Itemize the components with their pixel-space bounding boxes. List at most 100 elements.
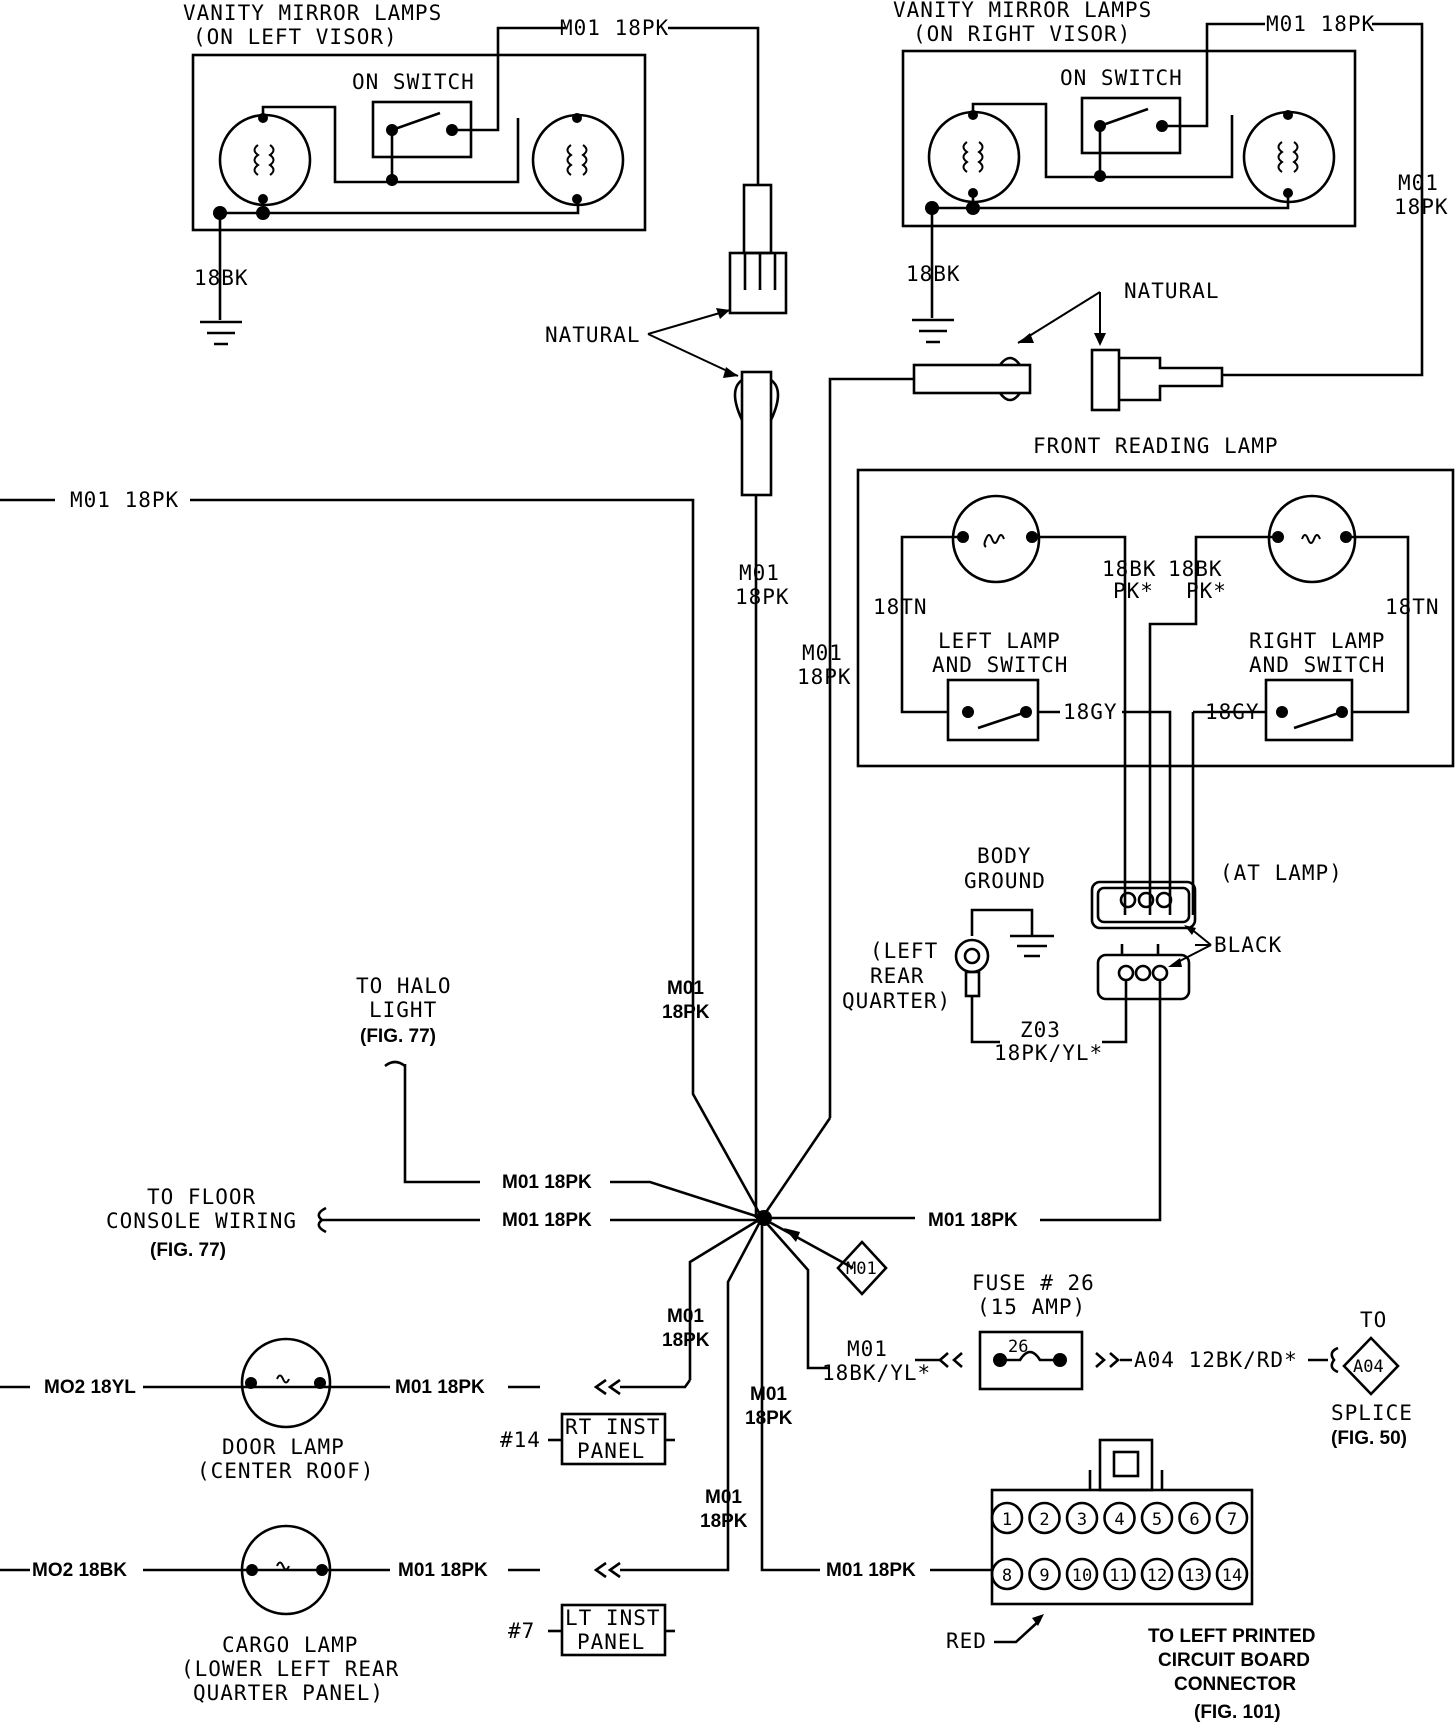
reading-lamp-housing [856, 468, 1455, 768]
floor-console: TO FLOOR CONSOLE WIRING (FIG. 77) [106, 1185, 297, 1261]
left-lamp-label-1: LEFT LAMP [938, 629, 1061, 653]
wire-label-fuse-in-2: 18BK/YL* [822, 1361, 931, 1385]
reading-lamp-wire-tn-right: 18TN [1385, 595, 1440, 619]
board-pin-label-4: 4 [1114, 1510, 1124, 1530]
splice-a04-ref: (FIG. 50) [1331, 1428, 1407, 1449]
halo-light-ref: (FIG. 77) [360, 1026, 436, 1047]
natural-connector-left: NATURAL [545, 183, 788, 560]
reading-lamp-wire-bk-left-2: PK* [1113, 579, 1154, 603]
natural-right-label: NATURAL [1124, 279, 1220, 303]
board-pin-1 [990, 1501, 1024, 1535]
reading-lamp-wire-bk-right-2: PK* [1186, 579, 1227, 603]
vanity-left-ground-wire: 18BK [194, 266, 249, 290]
vanity-left-title: VANITY MIRROR LAMPS [183, 1, 442, 25]
vanity-left-housing [191, 53, 647, 232]
fuse-body [978, 1330, 1084, 1391]
wire-label-lower-3a: M01 [750, 1384, 787, 1405]
splice-a04-tag-label: A04 [1353, 1357, 1384, 1377]
board-pin-11 [1103, 1557, 1136, 1591]
center-splice: M01 18PK M01 18PK M01 18PK M01 18PK M01 … [0, 488, 1018, 1581]
reading-lamp-wire-tn-left: 18TN [873, 595, 928, 619]
board-pin-label-7: 7 [1227, 1510, 1237, 1530]
wire-label-center-2b: 18PK [662, 1002, 710, 1023]
board-pin-label-12: 12 [1147, 1566, 1167, 1586]
cargo-lamp-line2: (LOWER LEFT REAR [181, 1657, 399, 1681]
wire-label-lower-3b: 18PK [745, 1408, 793, 1429]
wire-label-center-1b: 18PK [735, 585, 790, 609]
body-ground-title-2: GROUND [964, 869, 1046, 893]
body-ground-title-1: BODY [977, 844, 1032, 868]
splice-a04-name: SPLICE [1331, 1401, 1413, 1425]
board-pin-label-1: 1 [1002, 1510, 1012, 1530]
board-pin-2 [1028, 1501, 1061, 1535]
board-red-label: RED [946, 1629, 987, 1653]
fuse-26: FUSE # 26 (15 AMP) 26 A04 12BK/RD* [915, 1271, 1339, 1391]
natural-left-label: NATURAL [545, 323, 641, 347]
vanity-right-subtitle: (ON RIGHT VISOR) [913, 22, 1131, 46]
wire-label-left-top: M01 18PK [70, 488, 179, 512]
wire-label-right-mid: M01 18PK [928, 1210, 1018, 1231]
reading-lamp-wire-gy-left: 18GY [1063, 700, 1118, 724]
splice-a04-tag [1342, 1336, 1400, 1396]
left-lamp-switch [946, 678, 1040, 742]
board-pin-label-13: 13 [1184, 1566, 1204, 1586]
floor-console-line1: TO FLOOR [147, 1185, 256, 1209]
wire-label-fuse-out: A04 12BK/RD* [1134, 1348, 1298, 1372]
at-lamp-label: (AT LAMP) [1220, 861, 1343, 885]
right-lamp-label-2: AND SWITCH [1249, 653, 1385, 677]
vanity-right-wire-label: M01 18PK [1266, 12, 1375, 36]
board-pin-14 [1215, 1557, 1249, 1591]
right-lamp-switch [1264, 678, 1354, 742]
vanity-right-title: VANITY MIRROR LAMPS [893, 0, 1152, 22]
wire-label-board: M01 18PK [826, 1560, 916, 1581]
vanity-right-wire-side-2: 18PK [1394, 195, 1449, 219]
wire-label-fuse-in-1: M01 [847, 1337, 888, 1361]
fuse-label-1: FUSE # 26 [972, 1271, 1095, 1295]
body-ground-wire-1: Z03 [1020, 1018, 1061, 1042]
wire-label-door: M01 18PK [395, 1377, 485, 1398]
splice-tag-m01 [836, 1240, 888, 1296]
wire-label-center-3b: 18PK [797, 665, 852, 689]
lt-inst-num: #7 [508, 1619, 535, 1643]
halo-light-line2: LIGHT [369, 998, 437, 1022]
rt-inst-line1: RT INST [565, 1415, 661, 1439]
splice-a04: TO A04 SPLICE (FIG. 50) [1331, 1308, 1413, 1449]
cargo-lamp: MO2 18BK CARGO LAMP (LOWER LEFT REAR QUA… [0, 1524, 399, 1705]
wire-label-console: M01 18PK [502, 1210, 592, 1231]
vanity-right-switch-label: ON SWITCH [1060, 66, 1183, 90]
door-lamp-line2: (CENTER ROOF) [197, 1459, 374, 1483]
door-lamp-bulb [240, 1337, 332, 1429]
reading-lamp-title: FRONT READING LAMP [1033, 434, 1279, 458]
wire-label-door-in: MO2 18YL [44, 1377, 136, 1398]
left-lamp-label-2: AND SWITCH [932, 653, 1068, 677]
right-lamp-label-1: RIGHT LAMP [1249, 629, 1385, 653]
board-connector-body [990, 1488, 1254, 1606]
board-pin-label-14: 14 [1222, 1566, 1242, 1586]
fuse-label-2: (15 AMP) [977, 1295, 1086, 1319]
vanity-left-subtitle: (ON LEFT VISOR) [193, 25, 398, 49]
board-pin-label-5: 5 [1152, 1510, 1162, 1530]
body-ground-loc-1: (LEFT [870, 939, 938, 963]
body-ground-loc-3: QUARTER) [842, 989, 951, 1013]
wire-label-halo: M01 18PK [502, 1172, 592, 1193]
cargo-lamp-line1: CARGO LAMP [222, 1633, 358, 1657]
board-title-3: CONNECTOR [1174, 1674, 1296, 1695]
vanity-right-ground-wire: 18BK [906, 262, 961, 286]
board-pin-6 [1178, 1501, 1211, 1535]
black-connector-label: BLACK [1214, 933, 1282, 957]
cargo-lamp-line3: QUARTER PANEL) [193, 1681, 384, 1705]
board-title-1: TO LEFT PRINTED [1148, 1626, 1315, 1647]
wire-label-cargo-in: MO2 18BK [32, 1560, 127, 1581]
floor-console-ref: (FIG. 77) [150, 1240, 226, 1261]
wire-label-center-2a: M01 [667, 978, 704, 999]
wire-label-center-1a: M01 [739, 561, 780, 585]
board-ref: (FIG. 101) [1194, 1702, 1281, 1722]
vanity-left-lamp-1 [218, 113, 312, 207]
board-pin-9 [1028, 1557, 1061, 1591]
rt-inst-num: #14 [500, 1428, 541, 1452]
body-ground: BODY GROUND (LEFT REAR QUARTER) Z03 18PK… [842, 844, 1102, 1065]
splice-a04-to: TO [1360, 1308, 1387, 1332]
floor-console-line2: CONSOLE WIRING [106, 1209, 297, 1233]
halo-light-line1: TO HALO [356, 974, 452, 998]
